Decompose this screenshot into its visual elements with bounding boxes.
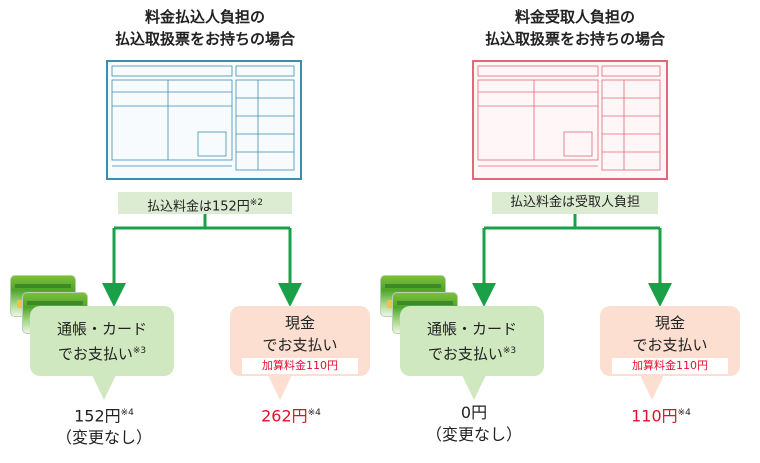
right-cash-result-note: ※4: [678, 408, 691, 418]
right-card-option: 通帳・カード でお支払い※3: [400, 306, 544, 376]
left-cash-option-line1: 現金: [230, 312, 370, 334]
right-cash-addfee: 加算料金110円: [612, 358, 728, 374]
right-cash-result: 110円※4: [606, 402, 716, 427]
left-title-line1: 料金払込人負担の: [55, 6, 355, 28]
payer-slip-image: [106, 60, 302, 180]
left-card-option-line2: でお支払い: [58, 345, 133, 363]
left-cash-addfee: 加算料金110円: [242, 358, 358, 374]
left-cash-option-line2: でお支払い: [230, 334, 370, 356]
left-card-result-sub: （変更なし）: [44, 427, 164, 449]
left-fee-text: 払込料金は152円: [147, 199, 250, 214]
right-fee-text: 払込料金は受取人負担: [510, 195, 640, 210]
left-card-result-amount: 152円: [74, 406, 121, 425]
left-card-option-note: ※3: [133, 346, 146, 356]
right-card-result-sub: （変更なし）: [414, 424, 534, 446]
right-title-line1: 料金受取人負担の: [425, 6, 725, 28]
left-fee-note: ※2: [250, 198, 263, 208]
left-card-option: 通帳・カード でお支払い※3: [30, 306, 174, 376]
right-card-option-line1: 通帳・カード: [400, 318, 544, 340]
receiver-slip-image: [472, 60, 668, 180]
right-cash-result-amount: 110円: [631, 406, 678, 425]
right-cash-option-line1: 現金: [600, 312, 740, 334]
left-title: 料金払込人負担の 払込取扱票をお持ちの場合: [55, 6, 355, 50]
right-cash-option: 現金 でお支払い 加算料金110円: [600, 306, 740, 376]
left-card-result-note: ※4: [121, 408, 134, 418]
left-title-line2: 払込取扱票をお持ちの場合: [55, 28, 355, 50]
left-card-result: 152円※4 （変更なし）: [44, 402, 164, 449]
right-fee-label: 払込料金は受取人負担: [492, 192, 658, 214]
left-cash-result: 262円※4: [236, 402, 346, 427]
right-card-option-note: ※3: [503, 346, 516, 356]
right-card-option-line2: でお支払い: [428, 345, 503, 363]
right-card-result-amount: 0円: [414, 402, 534, 424]
right-cash-option-line2: でお支払い: [600, 334, 740, 356]
left-cash-result-amount: 262円: [261, 406, 308, 425]
left-cash-option: 現金 でお支払い 加算料金110円: [230, 306, 370, 376]
right-card-result: 0円 （変更なし）: [414, 402, 534, 446]
left-fee-label: 払込料金は152円※2: [118, 192, 292, 214]
right-title-line2: 払込取扱票をお持ちの場合: [425, 28, 725, 50]
left-card-option-line1: 通帳・カード: [30, 318, 174, 340]
right-title: 料金受取人負担の 払込取扱票をお持ちの場合: [425, 6, 725, 50]
left-cash-result-note: ※4: [308, 408, 321, 418]
